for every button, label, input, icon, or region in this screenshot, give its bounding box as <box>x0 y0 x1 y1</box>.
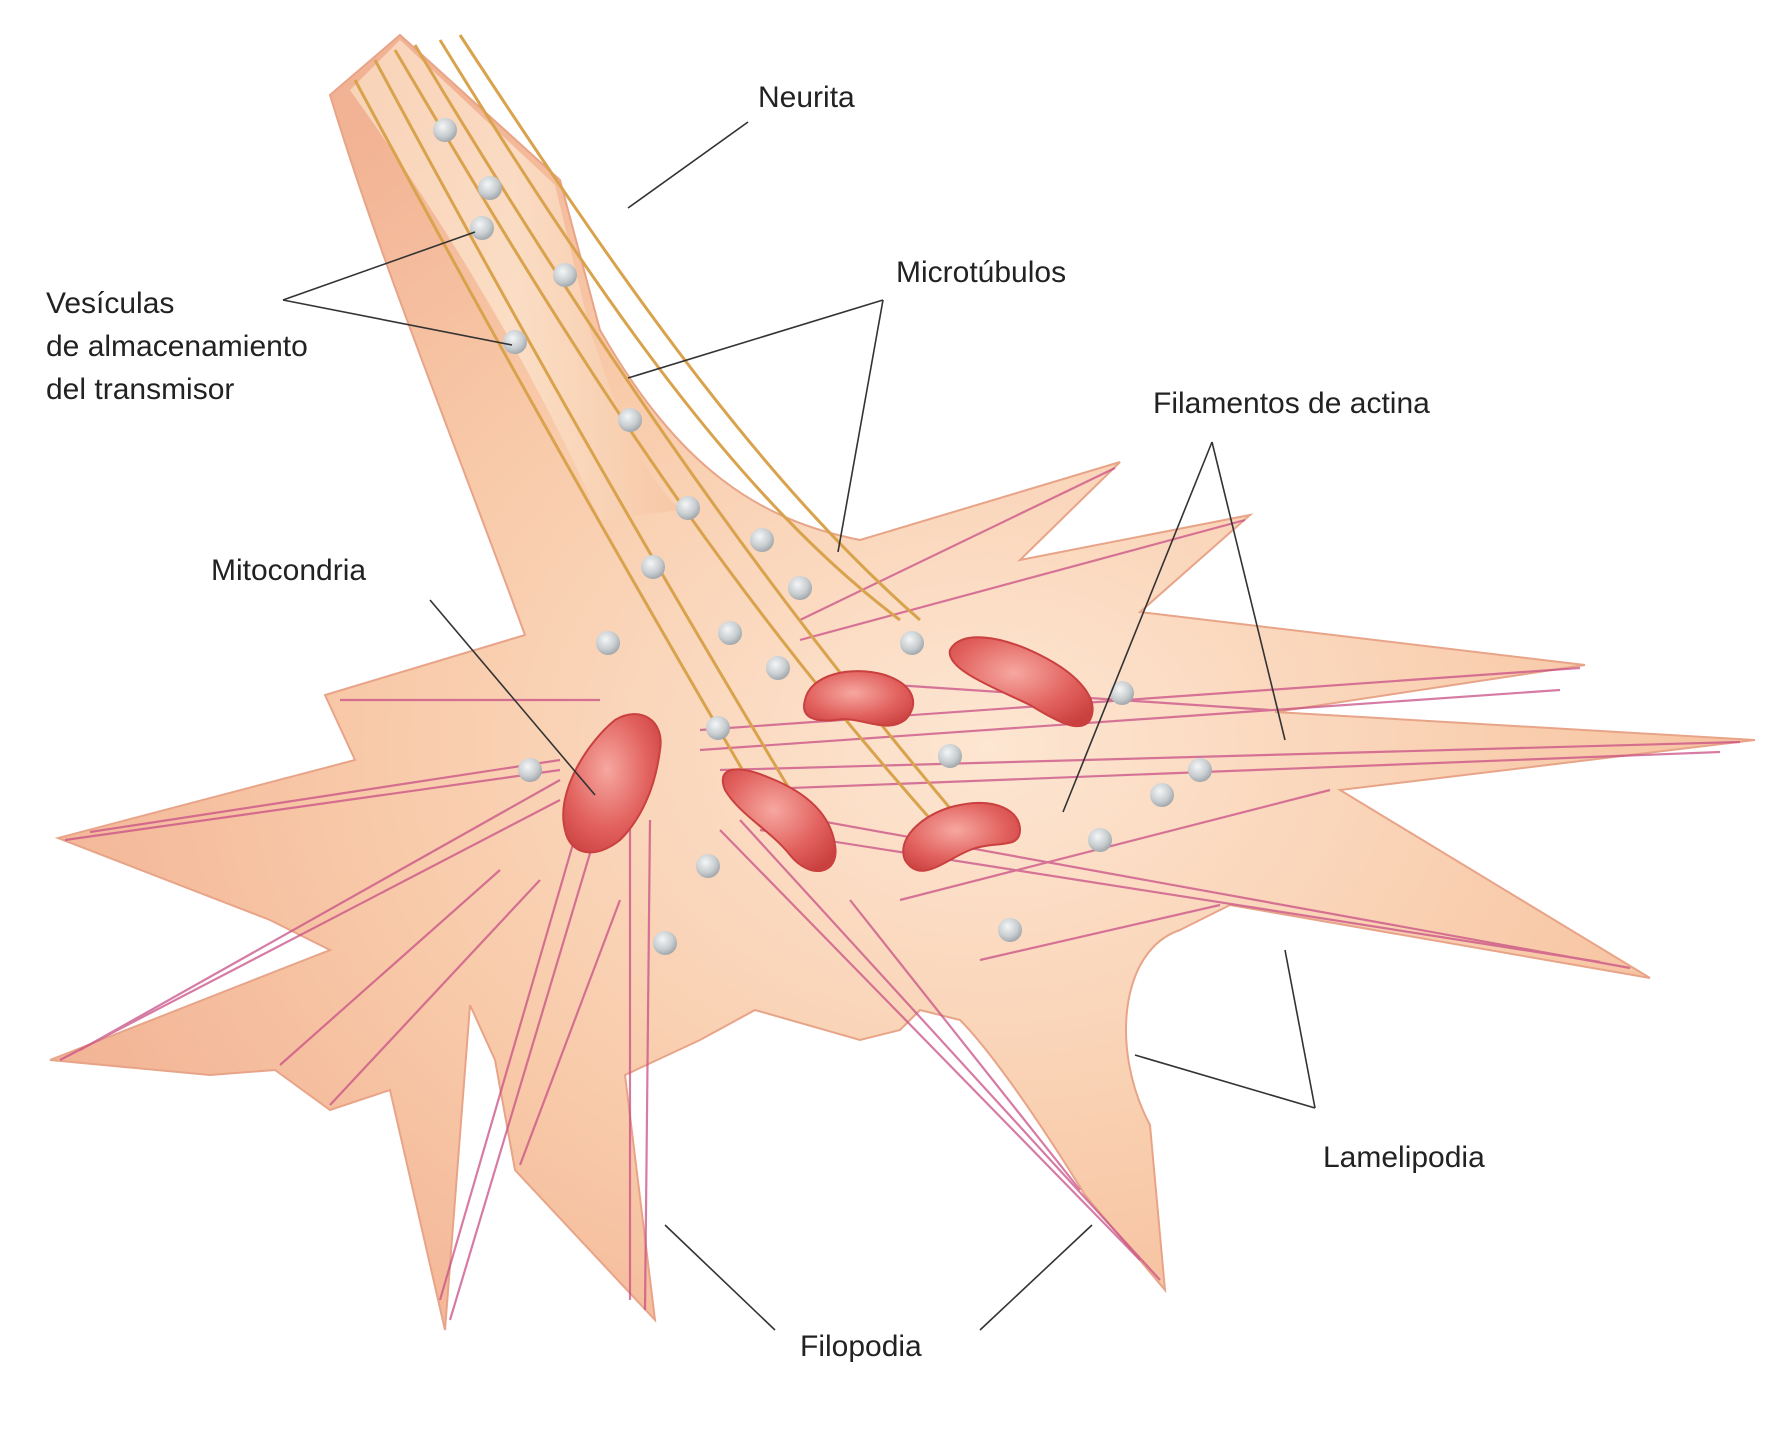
vesicle <box>696 854 720 878</box>
mitochondrion <box>804 671 913 726</box>
vesicle <box>718 621 742 645</box>
label-neurita: Neurita <box>758 81 855 114</box>
label-filamentos-actina: Filamentos de actina <box>1153 387 1430 420</box>
lamelipodia-leader-line-right <box>1285 950 1315 1108</box>
vesicle <box>788 576 812 600</box>
microtubulos-leader-line-left <box>628 300 883 378</box>
vesicle <box>553 263 577 287</box>
microtubulos-leader-line-right <box>838 300 883 552</box>
filopodia-leader-line-left <box>665 1225 775 1330</box>
vesicle <box>618 408 642 432</box>
vesicle <box>518 758 542 782</box>
vesicle <box>503 330 527 354</box>
vesicle <box>706 716 730 740</box>
label-vesiculas-line2: de almacenamiento <box>46 330 308 363</box>
label-lamelipodia: Lamelipodia <box>1323 1141 1485 1174</box>
vesicle <box>1150 783 1174 807</box>
label-microtubulos: Microtúbulos <box>896 256 1066 289</box>
label-mitocondria: Mitocondria <box>211 554 366 587</box>
vesicle <box>641 555 665 579</box>
vesicle <box>766 656 790 680</box>
vesicle <box>938 744 962 768</box>
neurita-leader-line <box>628 122 748 208</box>
lamelipodia-leader-line-left <box>1135 1055 1315 1108</box>
vesicle <box>433 118 457 142</box>
vesicle <box>470 216 494 240</box>
vesicle <box>478 176 502 200</box>
vesicle <box>998 918 1022 942</box>
vesicle <box>900 631 924 655</box>
label-vesiculas-line3: del transmisor <box>46 373 234 406</box>
label-filopodia: Filopodia <box>800 1330 922 1363</box>
vesicle <box>596 631 620 655</box>
label-vesiculas-line1: Vesículas <box>46 287 174 320</box>
filopodia-leader-line-right <box>980 1225 1092 1330</box>
vesicle <box>1088 828 1112 852</box>
vesicle <box>676 496 700 520</box>
vesicle <box>653 931 677 955</box>
vesicle <box>750 528 774 552</box>
vesicle <box>1188 758 1212 782</box>
